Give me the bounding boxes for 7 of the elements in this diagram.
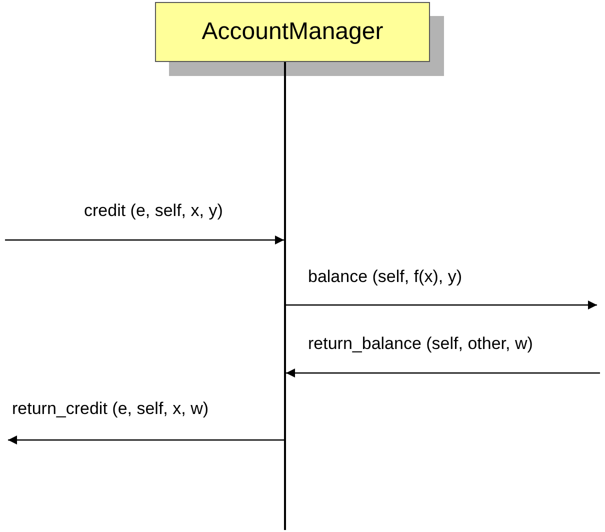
message-arrow: [8, 436, 284, 444]
message-arrow: [286, 300, 597, 310]
message-arrow: [5, 236, 284, 244]
lifeline: [284, 62, 286, 530]
object-box: [155, 2, 430, 62]
message-arrow: [286, 368, 600, 378]
object-name: AccountManager: [202, 17, 384, 47]
